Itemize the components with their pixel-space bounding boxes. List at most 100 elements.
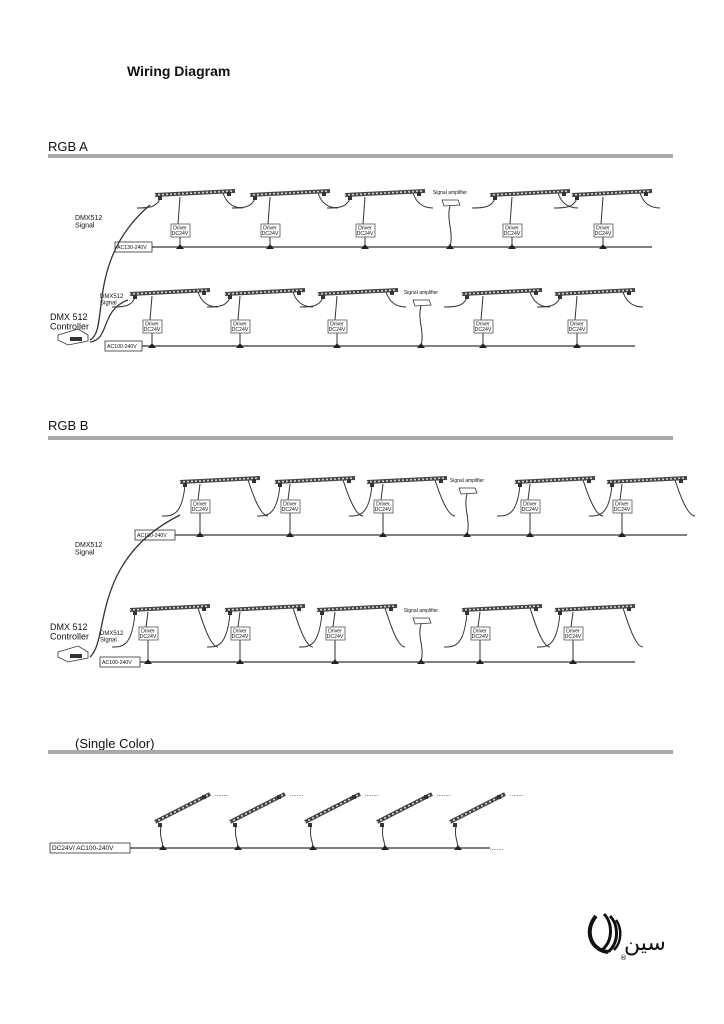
fixture-led	[376, 821, 378, 823]
fixture-led	[366, 481, 368, 483]
fixture-led	[284, 290, 286, 292]
power-connector	[236, 343, 244, 348]
fixture-led	[294, 480, 296, 482]
fixture-led	[390, 479, 392, 482]
fixture-led	[530, 480, 532, 483]
fixture-cable	[480, 295, 484, 321]
signal-cable	[384, 607, 406, 648]
fixture-led	[312, 816, 314, 819]
fixture-led	[489, 800, 491, 803]
fixture-led	[185, 606, 187, 609]
led-wall-washer-fixture	[554, 604, 636, 615]
fixture-led	[273, 192, 275, 195]
signal-cable	[292, 607, 314, 648]
fixture-led	[638, 479, 640, 482]
signal-amplifier-label: Signal amplifier	[433, 190, 468, 196]
fixture-led	[149, 608, 151, 610]
fixture-led	[382, 480, 384, 483]
fixture-led	[181, 606, 183, 609]
fixture-led	[562, 478, 564, 481]
led-wall-washer-fixture	[129, 604, 211, 615]
fixture-led	[583, 193, 585, 196]
driver-box-frame	[563, 626, 584, 641]
fixture-led	[590, 607, 592, 610]
fixture-led	[338, 477, 340, 480]
fixture-led	[314, 479, 316, 481]
fixture-led	[297, 191, 299, 194]
fixture-led	[630, 479, 632, 482]
fixture-led	[264, 607, 266, 609]
fixture-led	[373, 290, 375, 293]
fixture-led	[392, 605, 394, 608]
fixture-led	[434, 477, 436, 480]
fixture-led	[408, 190, 410, 193]
fixture-led	[481, 292, 483, 294]
fixture-led	[166, 814, 168, 817]
signal-cable	[443, 296, 468, 308]
fixture-cable	[381, 825, 386, 849]
power-connector	[446, 244, 454, 249]
fixture-cable	[149, 295, 153, 321]
driver-box-frame	[190, 499, 211, 514]
fixture-bracket	[644, 192, 648, 196]
fixture-led	[369, 290, 371, 293]
fixture-led	[517, 192, 519, 195]
fixture-led	[306, 479, 308, 482]
continuation-dots: ........	[490, 846, 504, 852]
fixture-bracket	[389, 607, 393, 611]
fixture-led	[133, 292, 135, 295]
fixture-led	[610, 606, 612, 609]
power-connector	[463, 532, 471, 537]
fixture-led	[509, 606, 511, 609]
fixture-led	[368, 606, 370, 609]
fixture-led	[205, 289, 207, 292]
fixture-led	[255, 477, 257, 480]
fixture-led	[286, 480, 288, 483]
fixture-led	[356, 193, 358, 196]
fixture-led	[324, 810, 326, 813]
section-heading-rgb-b: RGB B	[48, 418, 89, 433]
fixture-led	[650, 478, 652, 481]
fixture-led	[336, 608, 338, 610]
fixture-led	[630, 605, 632, 608]
fixture-led	[261, 193, 263, 196]
signal-cable	[299, 296, 324, 308]
fixture-cable	[570, 611, 574, 628]
fixture-led	[353, 291, 355, 294]
fixture-led	[256, 291, 258, 294]
fixture-led	[178, 808, 180, 811]
fixture-led	[380, 605, 382, 608]
fixture-led	[235, 478, 237, 481]
signal-cable	[247, 479, 269, 517]
fixture-led	[199, 480, 201, 482]
fixture-led	[249, 194, 251, 196]
fixture-led	[162, 816, 164, 819]
fixture-led	[465, 292, 467, 295]
fixture-led	[318, 478, 320, 481]
fixture-led	[174, 193, 176, 195]
signal-cable	[496, 484, 521, 517]
fixture-led	[630, 289, 632, 292]
fixture-led	[557, 190, 559, 193]
fixture-led	[300, 289, 302, 292]
fixture-led	[599, 192, 601, 195]
fixture-led	[237, 816, 239, 819]
led-wall-washer-fixture	[129, 288, 211, 299]
fixture-led	[606, 290, 608, 293]
fixture-led	[173, 290, 175, 293]
fixture-led	[615, 191, 617, 194]
fixture-led	[418, 478, 420, 481]
fixture-led	[381, 289, 383, 292]
fixture-led	[292, 289, 294, 292]
fixture-led	[189, 606, 191, 608]
fixture-led	[301, 191, 303, 194]
fixture-led	[586, 607, 588, 610]
fixture-led	[614, 290, 616, 292]
